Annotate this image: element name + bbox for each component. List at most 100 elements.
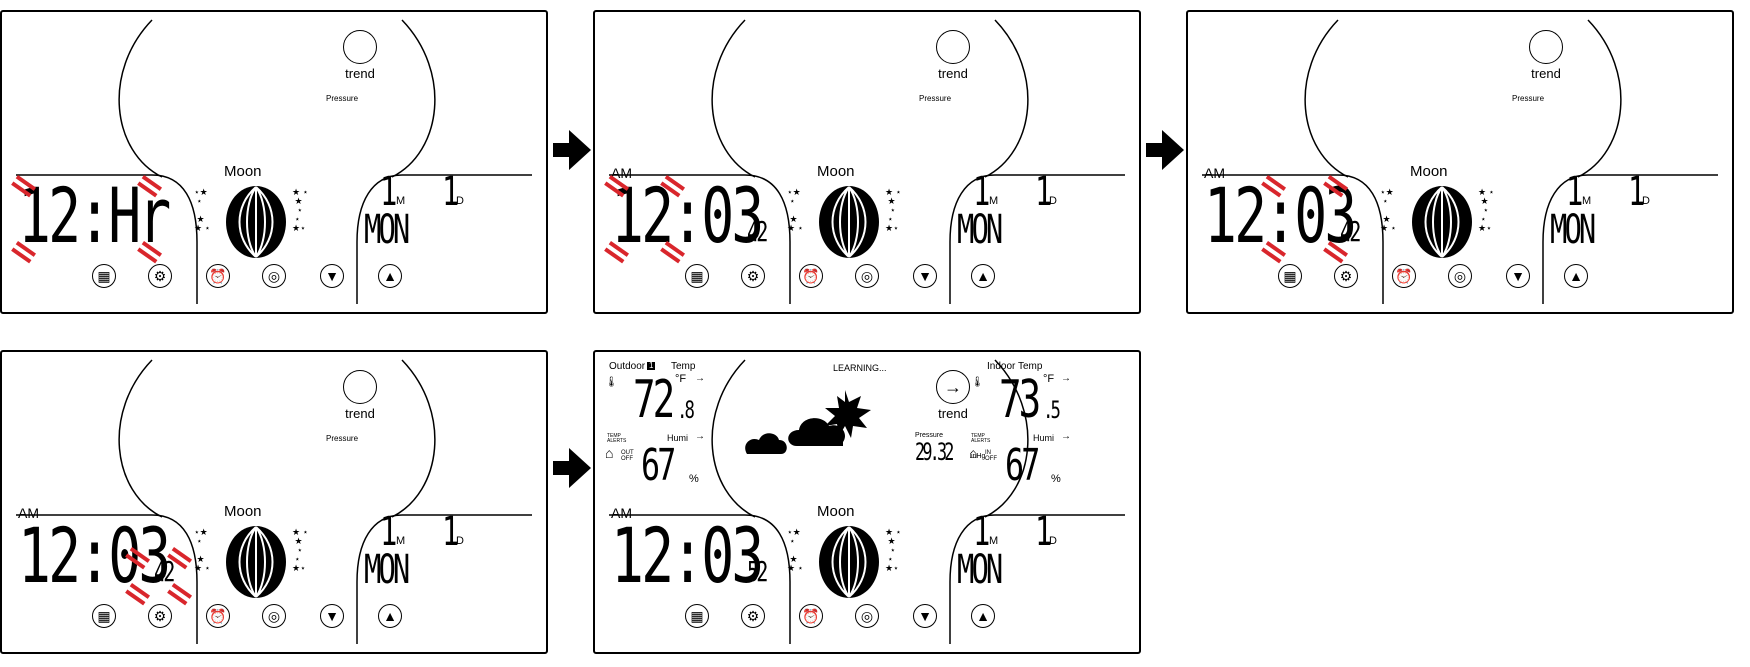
seconds-display: 52 <box>747 558 766 586</box>
gear-button[interactable]: ⚙ <box>148 264 172 288</box>
gear-icon: ⚙ <box>154 608 167 625</box>
wireless-signal-icon: ◎ <box>861 608 873 625</box>
weekday-display: MON <box>364 210 407 250</box>
stars-left-icon: ⋆★ ⋆ ★ ★ ⋆ <box>1380 188 1396 233</box>
outdoor-temp-label: Temp <box>671 362 695 372</box>
stars-left-icon: ⋆★ ⋆ ★ ★ ⋆ <box>194 528 210 573</box>
menu-grid-icon: ▦ <box>690 268 703 285</box>
down-arrow-button[interactable]: ▼ <box>320 264 344 288</box>
month-display: 1 <box>973 512 987 552</box>
menu-grid-icon: ▦ <box>97 268 110 285</box>
weather-partly-cloudy-icon <box>745 380 895 460</box>
outdoor-humi-unit: % <box>689 474 699 485</box>
down-arrow-button[interactable]: ▼ <box>1506 264 1530 288</box>
alarm-clock-button[interactable]: ⏰ <box>206 264 230 288</box>
wireless-signal-icon: ◎ <box>861 268 873 285</box>
trend-arrow-icon: → <box>1061 374 1071 384</box>
wireless-signal-button[interactable]: ◎ <box>1448 264 1472 288</box>
gear-button[interactable]: ⚙ <box>148 604 172 628</box>
menu-grid-button[interactable]: ▦ <box>685 264 709 288</box>
up-arrow-icon: ▲ <box>383 608 397 624</box>
up-arrow-button[interactable]: ▲ <box>378 604 402 628</box>
down-arrow-button[interactable]: ▼ <box>913 264 937 288</box>
outdoor-temp-value: 72 <box>633 374 672 426</box>
seconds-display: 42 <box>747 218 766 246</box>
alarm-clock-button[interactable]: ⏰ <box>1392 264 1416 288</box>
stars-left-icon: ⋆★ ⋆ ★ ★ ⋆ <box>787 188 803 233</box>
down-arrow-icon: ▼ <box>918 268 932 284</box>
trend-label: trend <box>923 67 983 80</box>
indoor-humi-unit: % <box>1051 474 1061 485</box>
indoor-temp-value: 73 <box>999 374 1038 426</box>
alarm-clock-button[interactable]: ⏰ <box>799 604 823 628</box>
day-suffix: D <box>456 536 464 547</box>
temp-alerts-label: TEMP ALERTS <box>971 434 993 444</box>
trend-label: trend <box>923 407 983 420</box>
gear-button[interactable]: ⚙ <box>1334 264 1358 288</box>
moon-phase-icon <box>224 184 288 260</box>
trend-label: trend <box>1516 67 1576 80</box>
thermometer-icon: 🌡 <box>971 378 984 388</box>
moon-label: Moon <box>224 164 262 179</box>
up-arrow-button[interactable]: ▲ <box>1564 264 1588 288</box>
trend-icon <box>936 30 970 64</box>
month-suffix: M <box>989 196 998 207</box>
menu-grid-button[interactable]: ▦ <box>1278 264 1302 288</box>
wireless-signal-icon: ◎ <box>268 268 280 285</box>
alarm-clock-button[interactable]: ⏰ <box>206 604 230 628</box>
down-arrow-icon: ▼ <box>1511 268 1525 284</box>
day-suffix: D <box>456 196 464 207</box>
down-arrow-button[interactable]: ▼ <box>913 604 937 628</box>
weekday-display: MON <box>364 550 407 590</box>
up-arrow-icon: ▲ <box>1569 268 1583 284</box>
moon-label: Moon <box>1410 164 1448 179</box>
menu-grid-button[interactable]: ▦ <box>92 604 116 628</box>
alarm-clock-icon: ⏰ <box>209 608 226 625</box>
menu-grid-button[interactable]: ▦ <box>685 604 709 628</box>
day-display: 1 <box>1628 172 1642 212</box>
pressure-label: Pressure <box>1512 95 1544 103</box>
weekday-display: MON <box>1550 210 1593 250</box>
wireless-signal-button[interactable]: ◎ <box>855 264 879 288</box>
outdoor-temp-unit: °F <box>675 374 686 385</box>
stars-right-icon: ★ ⋆ ★ ⋆ ⋆ ★⋆ <box>885 528 901 573</box>
alarm-clock-button[interactable]: ⏰ <box>799 264 823 288</box>
time-display: 12:03 <box>611 178 761 254</box>
up-arrow-button[interactable]: ▲ <box>971 264 995 288</box>
display-panel: trendPressureAM12:0342Moon ⋆★ ⋆ ★ ★ ⋆★ ⋆… <box>593 10 1141 314</box>
menu-grid-button[interactable]: ▦ <box>92 264 116 288</box>
trend-arrow-icon: → <box>1061 432 1071 442</box>
gear-button[interactable]: ⚙ <box>741 264 765 288</box>
day-suffix: D <box>1049 536 1057 547</box>
month-suffix: M <box>989 536 998 547</box>
wireless-signal-button[interactable]: ◎ <box>262 264 286 288</box>
down-arrow-icon: ▼ <box>325 608 339 624</box>
month-display: 1 <box>973 172 987 212</box>
trend-icon <box>343 30 377 64</box>
wireless-signal-button[interactable]: ◎ <box>262 604 286 628</box>
day-display: 1 <box>442 172 456 212</box>
up-arrow-button[interactable]: ▲ <box>971 604 995 628</box>
temp-alerts-label: TEMP ALERTS <box>607 434 629 444</box>
trend-icon <box>1529 30 1563 64</box>
stars-right-icon: ★ ⋆ ★ ⋆ ⋆ ★⋆ <box>885 188 901 233</box>
arrow-head <box>1162 130 1184 170</box>
moon-label: Moon <box>224 504 262 519</box>
stars-left-icon: ⋆★ ⋆ ★ ★ ⋆ <box>787 528 803 573</box>
menu-grid-icon: ▦ <box>690 608 703 625</box>
thermometer-icon: 🌡 <box>605 378 618 388</box>
down-arrow-icon: ▼ <box>325 268 339 284</box>
gear-icon: ⚙ <box>154 268 167 285</box>
month-suffix: M <box>396 536 405 547</box>
wireless-signal-button[interactable]: ◎ <box>855 604 879 628</box>
alarm-clock-icon: ⏰ <box>1395 268 1412 285</box>
gear-button[interactable]: ⚙ <box>741 604 765 628</box>
up-arrow-icon: ▲ <box>976 268 990 284</box>
stars-right-icon: ★ ⋆ ★ ⋆ ⋆ ★⋆ <box>292 188 308 233</box>
up-arrow-button[interactable]: ▲ <box>378 264 402 288</box>
down-arrow-button[interactable]: ▼ <box>320 604 344 628</box>
moon-label: Moon <box>817 164 855 179</box>
month-display: 1 <box>1566 172 1580 212</box>
day-display: 1 <box>1035 512 1049 552</box>
